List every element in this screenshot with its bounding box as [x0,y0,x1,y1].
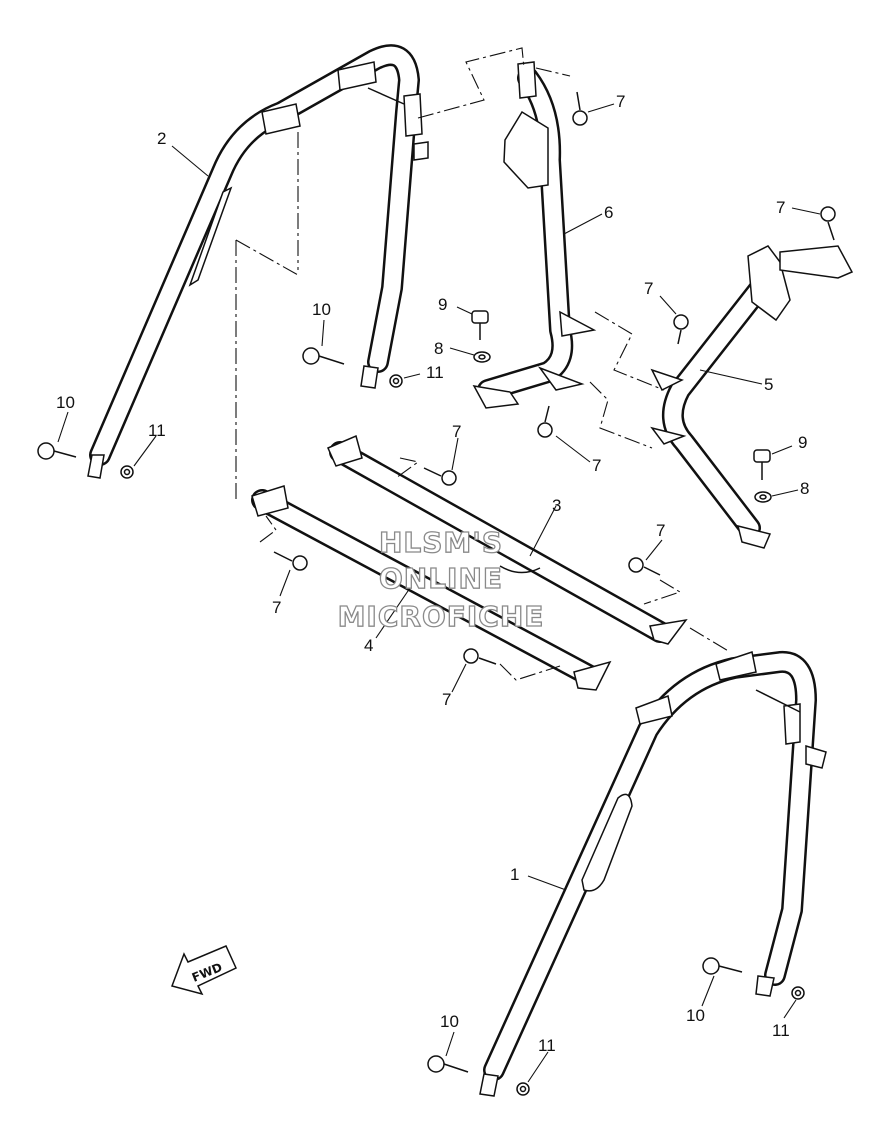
bolt-10-icon [302,347,345,365]
leader-lines [57,103,821,1083]
watermark: HLSM'S ONLINE MICROFICHE [337,525,545,633]
bolt-7-icon [273,551,308,571]
part-4-cross-bar [251,485,612,691]
callout-10: 10 [56,393,75,412]
callout-4: 4 [364,636,373,655]
callout-1: 1 [510,865,519,884]
callout-7: 7 [776,198,785,217]
callout-8: 8 [800,479,809,498]
part-5-front-support [650,245,854,549]
callout-11: 11 [426,363,444,382]
bolt-7-icon [572,91,588,126]
callout-7: 7 [616,92,625,111]
bolt-7-icon [673,314,689,345]
part-2-rear-hoop [87,44,429,479]
part-3-cross-bar [327,434,688,645]
bolt-9-icon [753,449,771,480]
nut-11-icon [516,1082,530,1096]
callout-9: 9 [798,433,807,452]
bolt-7-icon [820,206,836,241]
callout-6: 6 [604,203,613,222]
callout-7: 7 [592,456,601,475]
callout-10: 10 [686,1006,705,1025]
bolt-10-icon [37,442,77,460]
bolt-7-icon [628,557,661,576]
callout-7: 7 [272,598,281,617]
nut-11-icon [120,465,134,479]
watermark-line-1: HLSM'S [379,526,503,559]
callout-11: 11 [772,1021,790,1040]
bolt-9-icon [471,310,489,340]
callout-3: 3 [552,496,561,515]
nut-11-icon [389,374,403,388]
bolt-10-icon [702,957,743,975]
callout-10: 10 [440,1012,459,1031]
callout-9: 9 [438,295,447,314]
bolt-7-icon [423,467,457,486]
connection-lines [235,47,731,681]
bolt-7-icon [537,405,553,438]
callout-7: 7 [644,279,653,298]
fwd-arrow: FWD [171,945,237,996]
washer-8-icon [754,491,772,503]
callout-labels: 1 2 3 4 5 6 7 7 7 7 7 7 7 7 8 8 9 9 10 1… [56,92,809,1055]
bolt-7-icon [463,648,497,665]
nut-11-icon [791,986,805,1000]
fasteners [37,91,836,1096]
callout-11: 11 [538,1036,556,1055]
watermark-line-2: ONLINE [379,562,503,595]
callout-5: 5 [764,375,773,394]
watermark-line-3: MICROFICHE [338,600,545,633]
callout-2: 2 [157,129,166,148]
forward-arrow-icon [171,945,237,996]
part-1-main-hoop [479,650,827,1097]
washer-8-icon [473,351,491,363]
part-6-front-support [472,61,597,409]
callout-10: 10 [312,300,331,319]
callout-8: 8 [434,339,443,358]
callout-7: 7 [442,690,451,709]
callout-7: 7 [656,521,665,540]
callout-7: 7 [452,422,461,441]
bolt-10-icon [427,1055,469,1073]
callout-11: 11 [148,421,166,440]
